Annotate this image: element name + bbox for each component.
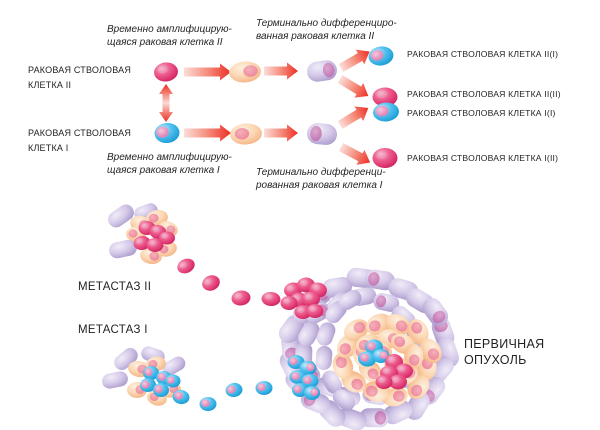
- metastasis-ii-label: МЕТАСТАЗ II: [78, 281, 151, 293]
- stem-cell-ii-ii-label: РАКОВАЯ СТВОЛОВАЯ КЛЕТКА II(II): [407, 89, 561, 99]
- transit-amplifying-ii-label: Временно амплифицирую- щаяся раковая кле…: [107, 23, 232, 49]
- primary-tumor-cluster: [275, 267, 461, 430]
- metastasis-ii-cluster: [105, 201, 180, 265]
- cancer-stem-cell-ii-label: РАКОВАЯ СТВОЛОВАЯ КЛЕТКА II: [28, 63, 131, 92]
- primary-tumor-label: ПЕРВИЧНАЯ ОПУХОЛЬ: [464, 336, 544, 368]
- metastasis-i-label: МЕТАСТАЗ I: [78, 324, 148, 336]
- blue-cell-trail: [171, 381, 272, 411]
- stem-cell-i-ii-label: РАКОВАЯ СТВОЛОВАЯ КЛЕТКА I(II): [407, 153, 558, 163]
- transit-amplifying-i-label: Временно амплифицирую- щаяся раковая кле…: [107, 151, 232, 177]
- stem-cell-ii-i-label: РАКОВАЯ СТВОЛОВАЯ КЛЕТКА II(I): [407, 49, 558, 59]
- stem-cell-i-i-label: РАКОВАЯ СТВОЛОВАЯ КЛЕТКА I(I): [407, 108, 556, 118]
- terminally-differentiated-ii-label: Терминально дифференциро- ванная раковая…: [256, 17, 397, 43]
- terminally-differentiated-i-label: Терминально дифференци- рованная раковая…: [256, 166, 386, 192]
- red-cell-trail: [175, 256, 281, 307]
